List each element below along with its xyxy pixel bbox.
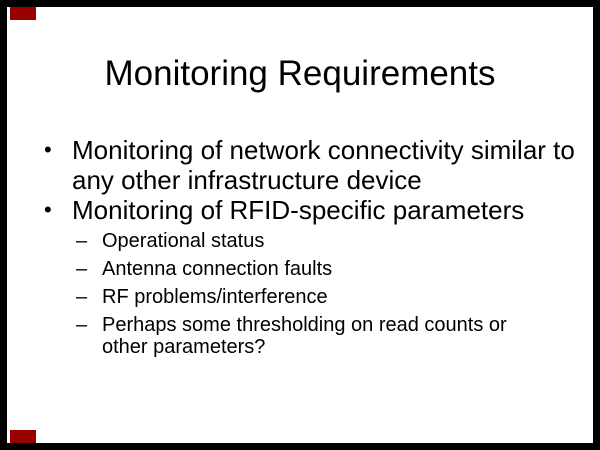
bullet-dash-marker: – xyxy=(76,230,88,252)
bullet-dash-marker: – xyxy=(76,258,88,280)
bullet-item: –Operational status xyxy=(0,230,600,252)
bullet-item: –RF problems/interference xyxy=(0,286,600,308)
slide-title: Monitoring Requirements xyxy=(104,54,496,93)
bullet-dash-marker: – xyxy=(76,314,88,336)
bullet-item: • Monitoring of network connectivity simi… xyxy=(0,135,600,195)
bullet-dash-marker: – xyxy=(76,286,88,308)
bullet-dot-marker: • xyxy=(44,197,52,222)
bullet-text: Monitoring of network connectivity simil… xyxy=(72,135,575,195)
bullet-text: RF problems/interference xyxy=(102,286,328,308)
bullet-text: Antenna connection faults xyxy=(102,258,333,280)
red-corner-mark-top xyxy=(10,7,36,20)
bullet-text: Perhaps some thresholding on read counts… xyxy=(102,314,507,358)
bullet-dot-marker: • xyxy=(44,137,52,162)
bullet-item: • Monitoring of RFID-specific parameters xyxy=(0,195,600,225)
red-corner-mark-bottom xyxy=(10,430,36,443)
bullet-list: • Monitoring of network connectivity simi… xyxy=(0,135,600,358)
bullet-item: –Perhaps some thresholding on read count… xyxy=(0,314,600,358)
bullet-text: Operational status xyxy=(102,230,265,252)
bullet-text: Monitoring of RFID-specific parameters xyxy=(72,195,525,225)
bullet-item: –Antenna connection faults xyxy=(0,258,600,280)
